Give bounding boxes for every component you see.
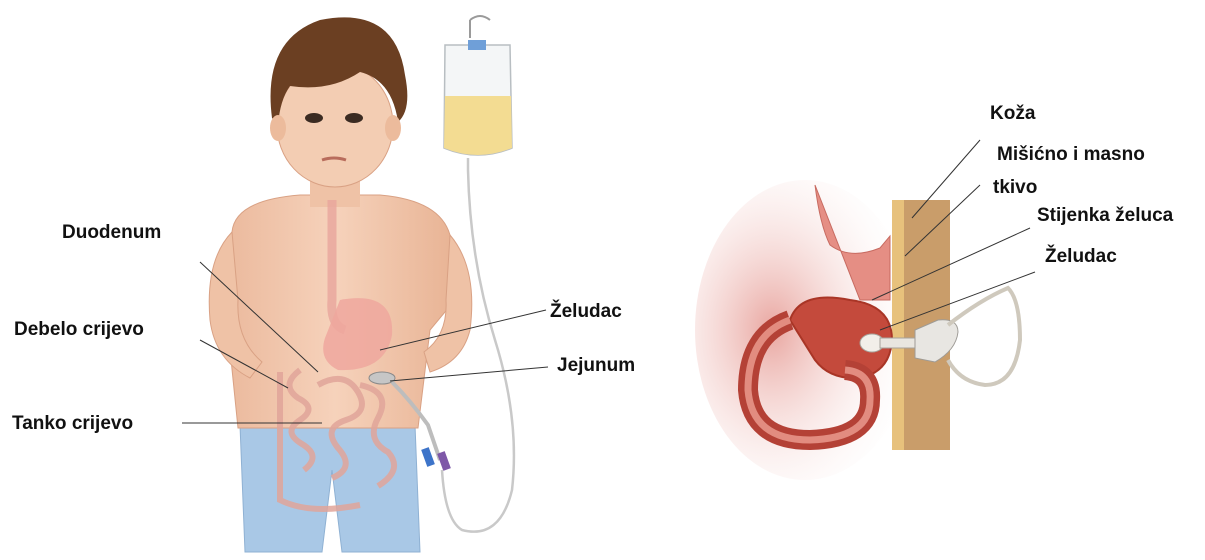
bag-liquid — [444, 96, 512, 155]
ear-left — [270, 115, 286, 141]
external-tube — [948, 288, 1020, 385]
label-duodenum: Duodenum — [62, 223, 161, 242]
label-small-intestine: Tanko crijevo — [12, 414, 133, 433]
cross-section-figure — [695, 180, 1020, 480]
jejunostomy-port — [369, 372, 395, 384]
bag-hook — [470, 16, 490, 38]
shorts — [240, 425, 420, 552]
eye-left — [305, 113, 323, 123]
label-jejunum: Jejunum — [557, 356, 635, 375]
connector-blue — [421, 447, 435, 467]
label-large-intestine: Debelo crijevo — [14, 320, 144, 339]
label-muscle-fat-line1: Mišićno i masno — [997, 145, 1145, 164]
label-muscle-fat-line2: tkivo — [993, 178, 1037, 197]
bag-cap — [468, 40, 486, 50]
label-stomach-left: Želudac — [550, 302, 622, 321]
label-stomach-right: Želudac — [1045, 247, 1117, 266]
eye-right — [345, 113, 363, 123]
label-stomach-wall: Stijenka želuca — [1037, 206, 1173, 225]
ear-right — [385, 115, 401, 141]
label-skin: Koža — [990, 104, 1035, 123]
child-figure — [209, 17, 472, 552]
tube-shaft — [880, 338, 918, 348]
connector-purple — [437, 451, 451, 471]
